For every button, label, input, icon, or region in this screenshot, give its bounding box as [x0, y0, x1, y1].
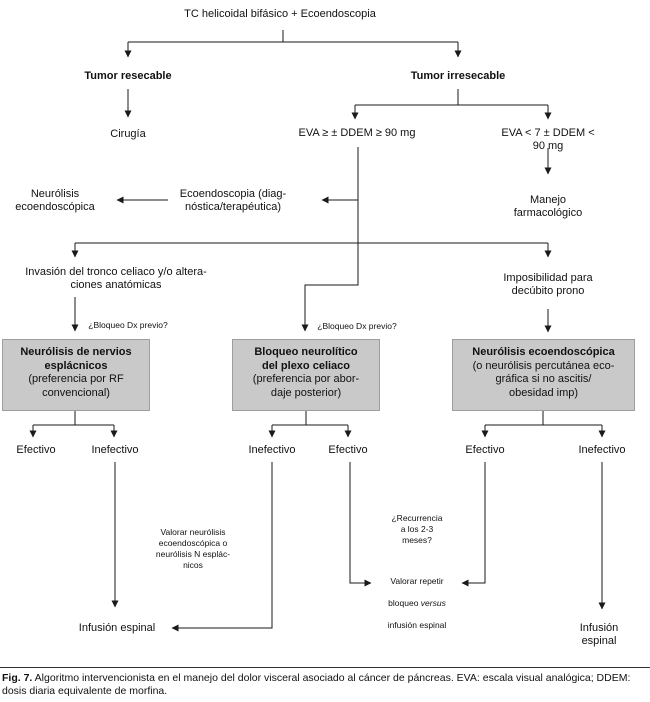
node-ecoendoscopia: Ecoendoscopia (diag- nóstica/terapéutica… [179, 188, 287, 213]
outcome-left-inefectivo: Inefectivo [91, 444, 139, 456]
node-invasion-tronco: Invasión del tronco celiaco y/o altera- … [25, 266, 207, 291]
valorar-repetir-versus: versus [420, 598, 446, 608]
figure-caption-number: Fig. 7. [2, 672, 33, 684]
pre-box-arrows [71, 297, 552, 333]
outcome-right-efectivo: Efectivo [465, 444, 505, 456]
box-subtitle: (o neurólisis percutánea eco- gráfica si… [472, 359, 615, 399]
node-eva-baja: EVA < 7 ± DDEM < 90 mg [501, 127, 595, 152]
box-title: Neurólisis ecoendoscópica [472, 346, 615, 358]
fork-left-box [29, 411, 118, 438]
box-title: Neurólisis de nervios esplácnicos [20, 346, 132, 372]
node-eva-alta: EVA ≥ ± DDEM ≥ 90 mg [298, 127, 416, 139]
node-manejo-farmacologico: Manejo farmacológico [513, 194, 583, 219]
box-subtitle: (preferencia por abor- daje posterior) [252, 373, 360, 399]
fork-right-box [481, 411, 606, 438]
figure-caption-text: Algoritmo intervencionista en el manejo … [2, 672, 631, 697]
node-neurolisis-ecoendoscopica: Neurólisis ecoendoscópica [15, 188, 95, 213]
box-neurolisis-ecoendoscopica: Neurólisis ecoendoscópica (o neurólisis … [452, 339, 635, 411]
node-tumor-irresecable: Tumor irresecable [410, 70, 506, 82]
outcome-middle-inefectivo: Inefectivo [248, 444, 296, 456]
box-title: Bloqueo neurolítico del plexo celiaco [254, 346, 358, 372]
node-infusion-espinal-der: Infusión espinal [579, 622, 619, 647]
label-valorar-repetir: Valorar repetir bloqueo versus infusión … [388, 565, 447, 631]
irresecable-fork [351, 89, 552, 120]
label-valorar-neurolisis: Valorar neurólisis ecoendoscópica o neur… [155, 527, 231, 570]
node-imposibilidad-decubito: Imposibilidad para decúbito prono [503, 272, 593, 297]
node-infusion-espinal-izq: Infusión espinal [78, 622, 156, 634]
bottom-paths [111, 462, 606, 632]
caption-divider [0, 667, 650, 668]
outcome-right-inefectivo: Inefectivo [578, 444, 626, 456]
node-tumor-resecable: Tumor resecable [84, 70, 172, 82]
label-bloqueo-dx-izq: ¿Bloqueo Dx previo? [88, 320, 168, 330]
box-neurolisis-esplacnicos: Neurólisis de nervios esplácnicos (prefe… [2, 339, 150, 411]
top-fork [124, 30, 462, 58]
celiac-branch [71, 242, 552, 258]
figure-caption: Fig. 7. Algoritmo intervencionista en el… [2, 672, 648, 698]
fork-middle-box [268, 411, 352, 438]
box-bloqueo-plexo-celiaco: Bloqueo neurolítico del plexo celiaco (p… [232, 339, 380, 411]
label-bloqueo-dx-centro: ¿Bloqueo Dx previo? [317, 321, 397, 331]
box-subtitle: (preferencia por RF convencional) [28, 373, 124, 399]
label-recurrencia: ¿Recurrencia a los 2-3 meses? [391, 513, 443, 545]
outcome-left-efectivo: Efectivo [16, 444, 56, 456]
outcome-middle-efectivo: Efectivo [328, 444, 368, 456]
eva-alta-main-path [301, 147, 359, 332]
valorar-repetir-line1: Valorar repetir [390, 576, 444, 586]
node-cirugia: Cirugía [110, 128, 146, 140]
valorar-repetir-line3: infusión espinal [387, 620, 447, 630]
valorar-repetir-line2a: bloqueo [388, 598, 421, 608]
node-title: TC helicoidal bifásico + Ecoendoscopia [184, 8, 376, 20]
